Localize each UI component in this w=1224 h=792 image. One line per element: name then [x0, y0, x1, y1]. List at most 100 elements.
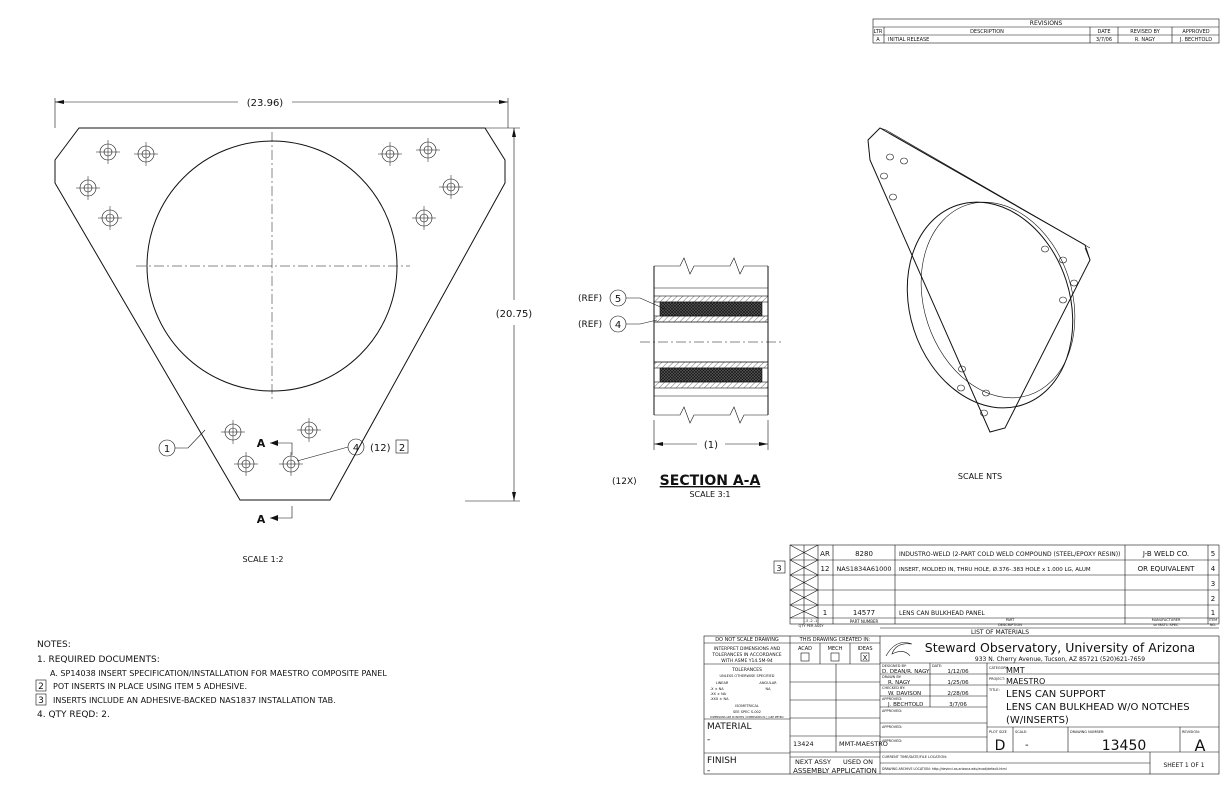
bom-qty-4: 12	[821, 565, 830, 573]
bom-mfr-5: J-B WELD CO.	[1142, 550, 1189, 558]
scale-value: -	[1025, 740, 1029, 751]
approved-label-3: APPROVED:	[882, 725, 902, 729]
drawn-by: R. NAGY	[888, 680, 911, 686]
ref4-label: (REF)	[578, 320, 602, 330]
ref5-number: 5	[615, 294, 621, 305]
section-letter-bottom: A	[257, 513, 266, 526]
tol-xx: .XX ± NA	[710, 692, 727, 696]
bom-desc-5: INDUSTRO-WELD (2-PART COLD WELD COMPOUND…	[899, 551, 1120, 558]
checked-by-label: CHECKED BY:	[882, 686, 905, 690]
checked-date: 2/28/06	[947, 691, 969, 697]
bom-part-4: NAS1834A61000	[836, 565, 891, 573]
bom-h-mfr1: MANUFACTURER	[1152, 618, 1181, 622]
checked-by: W. DAVISON	[888, 691, 921, 697]
tol-angular: ANGULAR	[759, 681, 777, 685]
bom-item-2: 2	[1211, 595, 1215, 603]
interp-3: WITH ASME Y14.5M-94	[721, 658, 773, 664]
project: MAESTRO	[1006, 677, 1045, 686]
tol-x: .X ± NA	[710, 687, 724, 691]
bom-title: LIST OF MATERIALS	[971, 629, 1029, 636]
bom-item-1: 1	[1211, 609, 1215, 617]
approved-label-2: APPROVED:	[882, 709, 902, 713]
project-label: PROJECT:	[989, 677, 1005, 681]
revision-label: REVISION:	[1182, 730, 1200, 734]
approved-by-label: APPROVED:	[882, 697, 902, 701]
title-line-2: LENS CAN BULKHEAD W/O NOTCHES	[1006, 702, 1190, 713]
front-view-scale: SCALE 1:2	[242, 555, 283, 564]
tol-title: TOLERANCES	[731, 667, 762, 673]
bom-mfr-4: OR EQUIVALENT	[1138, 565, 1195, 573]
designed-by: D. DEAN/R. NAGY	[882, 669, 930, 675]
title-line-1: LENS CAN SUPPORT	[1006, 689, 1106, 700]
ref4-number: 4	[615, 320, 621, 331]
category-label: CATEGORY:	[989, 666, 1009, 670]
revisions-title: REVISIONS	[1030, 20, 1063, 27]
bom-item-5: 5	[1211, 550, 1215, 558]
title-label: TITLE:	[988, 688, 1000, 692]
height-dim: (20.75)	[496, 309, 533, 320]
org-name: Steward Observatory, University of Arizo…	[925, 640, 1195, 655]
used-on-value: MMT-MAESTRO	[839, 740, 888, 748]
front-view: (23.96) (20.75) 1 4 (12)	[54, 98, 533, 564]
note-4: 4. QTY REQD: 2.	[37, 710, 110, 720]
bill-of-materials: AR 8280 INDUSTRO-WELD (2-PART COLD WELD …	[773, 544, 1220, 636]
tol-sub: UNLESS OTHERWISE SPECIFIED	[720, 674, 775, 678]
bom-qty-1: 1	[823, 609, 827, 617]
bom-h-part: PART NUMBER	[850, 619, 879, 624]
mech-checkbox	[830, 652, 840, 662]
iso-scale: SCALE NTS	[958, 472, 1002, 481]
archive-location: DRAWING ARCHIVE LOCATION: http://devinci…	[882, 767, 1007, 771]
finish-value: -	[707, 766, 710, 776]
bom-part-5: 8280	[855, 550, 873, 558]
title-block: DO NOT SCALE DRAWING INTERPRET DIMENSION…	[703, 635, 1220, 776]
drawing-number-label: DRAWING NUMBER:	[1070, 730, 1104, 734]
callout-item-4: 4	[353, 443, 359, 454]
section-qty: (12X)	[612, 477, 637, 487]
bom-desc-1: LENS CAN BULKHEAD PANEL	[899, 610, 985, 617]
ref5-label: (REF)	[578, 294, 602, 304]
bom-h-mfr2: or MAT'L SPEC	[1154, 623, 1180, 627]
section-width-dim: (1)	[704, 440, 718, 451]
tol-xxx: .XXX ± NA	[710, 697, 729, 701]
note-2: POT INSERTS IN PLACE USING ITEM 5 ADHESI…	[53, 682, 247, 691]
svg-text:X: X	[863, 654, 868, 662]
rev-ltr: A	[876, 37, 880, 43]
revisions-table: REVISIONS LTR DESCRIPTION DATE REVISED B…	[872, 18, 1220, 44]
drawing-number: 13450	[1102, 738, 1147, 754]
tol-linear: LINEAR	[716, 681, 729, 685]
dims-note: DIMENSIONS ARE IN INCHES / DIMENSIONS IN…	[710, 716, 784, 719]
material-label: MATERIAL	[707, 722, 752, 732]
finish-label: FINISH	[707, 756, 737, 766]
insert-qty: (12)	[370, 443, 391, 454]
note-1a: A. SP14038 INSERT SPECIFICATION/INSTALLA…	[50, 669, 387, 678]
approved-by: J. BECHTOLD	[887, 702, 923, 708]
bom-desc-4: INSERT, MOLDED IN, THRU HOLE, Ø.376-.383…	[899, 566, 1091, 573]
created-in: THIS DRAWING CREATED IN:	[799, 637, 871, 643]
note-1: 1. REQUIRED DOCUMENTS:	[37, 655, 160, 665]
approved-date: 3/7/06	[949, 702, 967, 708]
bom-h-dash: -3 -2 -1	[805, 619, 818, 623]
bom-h-qty: QTY PER ASSY	[799, 624, 825, 628]
assembly-application: ASSEMBLY APPLICATION	[793, 767, 877, 775]
rev-header-ltr: LTR	[874, 29, 883, 35]
notes-title: NOTES:	[37, 640, 71, 650]
material-value: -	[707, 735, 710, 745]
date-label: DATE:	[932, 664, 942, 668]
approved-label-4: APPROVED:	[882, 739, 902, 743]
cad-mech: MECH	[828, 646, 843, 652]
iso-2: SEE SPEC S-002	[733, 710, 761, 714]
bom-h-item1: ITEM	[1209, 618, 1217, 622]
rev-by: R. NAGY	[1135, 37, 1156, 43]
note-flag-2: 2	[399, 443, 405, 454]
rev-header-date: DATE	[1097, 29, 1110, 35]
current-time-label: CURRENT TIME/DATE/FILE LOCATION:	[882, 755, 947, 759]
dns: DO NOT SCALE DRAWING	[715, 637, 779, 643]
bom-h-desc2: DESCRIPTION	[998, 623, 1022, 627]
cad-ideas: IDEAS	[857, 646, 872, 652]
note-2-flag: 2	[38, 682, 44, 692]
plot-size: D	[995, 738, 1006, 754]
acad-checkbox	[800, 652, 810, 662]
isometric-view: SCALE NTS	[867, 127, 1091, 481]
interp-1: INTERPRET DIMENSIONS AND	[714, 646, 781, 652]
